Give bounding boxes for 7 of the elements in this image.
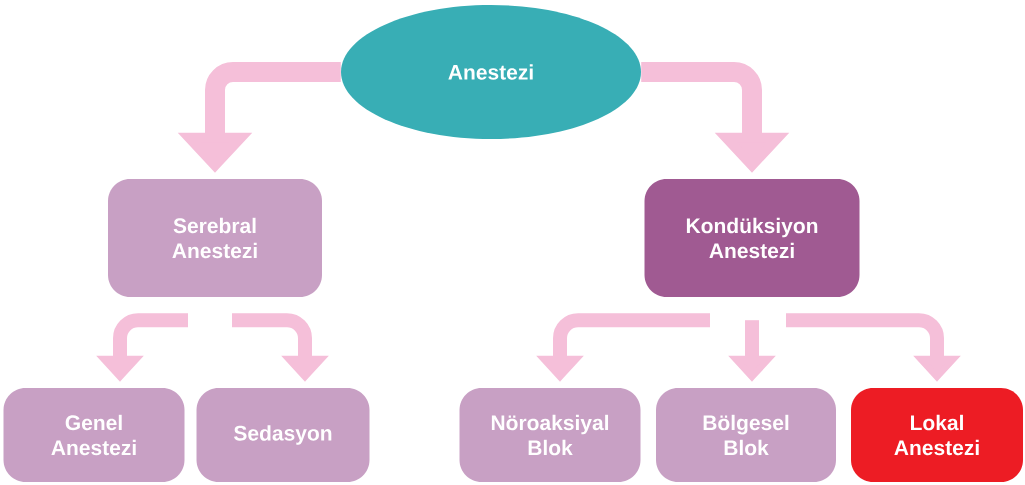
category-box: Nöroaksiyal Blok [459, 388, 641, 482]
category-box: Bölgesel Blok [656, 388, 836, 482]
category-box: Serebral Anestezi [108, 179, 322, 297]
category-box: Lokal Anestezi [851, 388, 1023, 482]
category-box: Kondüksiyon Anestezi [644, 179, 860, 297]
category-box: Sedasyon [196, 388, 370, 482]
category-box: Genel Anestezi [3, 388, 185, 482]
